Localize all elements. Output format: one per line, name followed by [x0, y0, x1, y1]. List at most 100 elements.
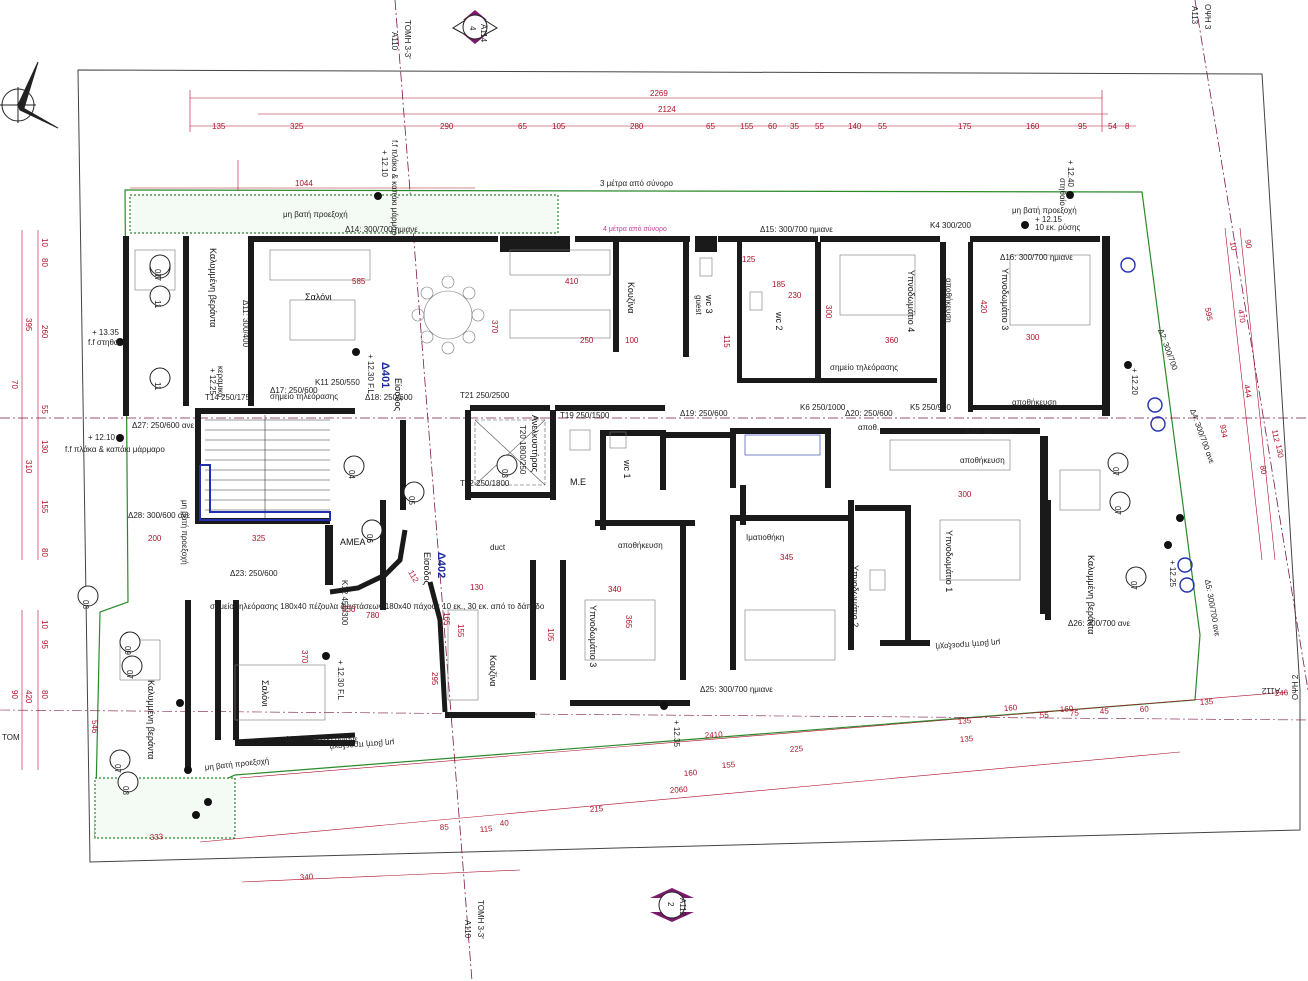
window-markers: [1120, 257, 1195, 593]
dim-top-chain-13: 175: [958, 122, 972, 131]
rd-105: 105: [546, 628, 555, 642]
tag-bubble-11: [121, 655, 143, 677]
tag-bubble-12: [109, 749, 131, 771]
dim-top-chain-6: 65: [706, 122, 715, 131]
room-kitchen-a401: Κουζίνα: [626, 282, 636, 314]
dim-left-9: 310: [24, 460, 33, 474]
section-left-title: ΤΟΜ: [2, 733, 20, 742]
note-slab-marble: f.f πλάκα & καπάκι μάρμαρο: [390, 140, 399, 240]
property-boundary: [77, 69, 1301, 863]
win-d27: Δ27: 250/600 ανε: [132, 421, 194, 430]
rd-112: 112: [406, 569, 420, 585]
elevator-cross: [474, 419, 546, 486]
section-bottom-left-title: ΤΟΜΗ 3-3': [476, 900, 485, 939]
tag-bubble-label-14: 07: [1111, 467, 1120, 476]
dim-top-chain-17: 8: [1125, 122, 1130, 131]
rd-345: 345: [780, 553, 794, 562]
note-level-1240: + 12.40: [1066, 160, 1075, 187]
room-salon-a401: Σαλόνι: [305, 292, 332, 302]
room-no-walk-left: μη βατή προεξοχή: [180, 500, 189, 565]
rd-295: 295: [430, 672, 439, 686]
note-no-walk-top: μη βατή προεξοχή: [283, 210, 348, 219]
section-top-right-title: ΟΨΗ 3: [1203, 4, 1212, 30]
stair-blue-outline: [199, 464, 331, 521]
dim-top-chain-5: 280: [630, 122, 644, 131]
note-no-walk-top-right: μη βατή προεξοχή: [1012, 206, 1077, 215]
rd-370b: 370: [300, 650, 309, 664]
rd-115: 115: [722, 335, 731, 348]
dim-top-chain-12: 55: [878, 122, 887, 131]
tag-bubble-label-13: 08: [121, 786, 130, 795]
room-guest: guest: [694, 295, 703, 315]
tag-bubble-1: [149, 285, 171, 307]
tag-bubble-4: [343, 455, 365, 477]
win-t20: Τ20 1800/250: [518, 425, 527, 475]
win-d4: Δ4: 300/700 ανε: [1188, 408, 1216, 466]
rd-165: 165: [442, 612, 451, 626]
room-bed3-a402: Υπνοδωμάτιο 3: [588, 605, 598, 667]
rd-130: 130: [470, 583, 484, 592]
note-parapet: στηθαίο: [1058, 178, 1067, 206]
tag-bubble-label-12: 07: [113, 764, 122, 773]
section-top-center-ref: Α114: [479, 24, 488, 43]
dim-left-0: 10: [40, 238, 49, 247]
tag-bubble-label-10: 09: [123, 646, 132, 655]
rd-100: 100: [625, 336, 639, 345]
tag-bubble-16: [1125, 566, 1147, 588]
tag-bubbles: 0711110704050603060809070708070707: [77, 254, 1147, 795]
tag-bubble-label-3: 07: [153, 269, 162, 278]
note-level-1230: + 12.30 F.L: [366, 354, 375, 394]
dim-bottom-a-8: 160: [1060, 704, 1074, 714]
dim-bottom-a-10: 160: [1004, 703, 1018, 713]
room-wc2: wc 2: [774, 311, 784, 331]
dim-left-6: 80: [40, 548, 49, 557]
section-top-left-ref: Α110: [390, 32, 399, 51]
dim-bottom-total-b: 2060: [670, 785, 689, 795]
win-d24: Δ24: 300/700 ημιανε: [285, 735, 358, 744]
room-bed2: Υπνοδωμάτιο 2: [850, 565, 860, 627]
section-marker-top: [452, 10, 498, 44]
dim-left-13: 420: [24, 690, 33, 704]
rd-125: 125: [742, 255, 756, 264]
win-k4: Κ4 300/200: [930, 221, 971, 230]
win-d23: Δ23: 250/600: [230, 569, 278, 578]
room-store-1: αποθήκευση: [960, 456, 1005, 465]
room-entry-a401: Είσοδος: [393, 378, 403, 412]
dim-bottom-left-b: 340: [300, 872, 314, 882]
dim-top-chain-11: 140: [848, 122, 862, 131]
rd-410: 410: [565, 277, 579, 286]
dim-right-6: 112: [1270, 429, 1281, 444]
rd-250: 250: [580, 336, 594, 345]
dim-bottom-b-4: 85: [440, 822, 450, 832]
win-d19: Δ19: 250/600: [680, 409, 728, 418]
room-no-walk-br: μη βατή προεξοχή: [204, 756, 269, 772]
rd-585: 585: [352, 277, 366, 286]
dim-top-chain-8: 60: [768, 122, 777, 131]
room-bed3: Υπνοδωμάτιο 3: [1000, 268, 1010, 330]
tag-bubble-15: [1109, 491, 1131, 513]
rd-530: 530: [342, 605, 356, 614]
win-t21: Τ21 250/2500: [460, 391, 510, 400]
room-amea: ΑΜΕΑ: [340, 537, 366, 547]
room-veranda-tl: Καλυμμένη βεράντα: [208, 248, 218, 327]
dim-top-chain-10: 55: [815, 122, 824, 131]
tag-bubble-label-16: 07: [1129, 581, 1138, 590]
dim-bottom-a-3: 45: [1100, 706, 1110, 716]
dim-bottom-a-6: 135: [958, 716, 972, 726]
tag-bubble-label-15: 07: [1113, 506, 1122, 515]
note-storage: αποθήκευση: [1012, 398, 1057, 407]
dim-left-14: 90: [10, 690, 19, 699]
north-arrow-icon: [0, 61, 59, 129]
section-top-right-ref: Α113: [1190, 6, 1199, 25]
note-level-1225: + 12.25: [208, 368, 217, 395]
dim-left-3: 55: [40, 405, 49, 414]
dim-bottom-b-3: 40: [500, 818, 510, 828]
dim-top-chain-9: 35: [790, 122, 799, 131]
tag-bubble-2: [149, 367, 171, 389]
dim-bottom-b-1: 160: [684, 768, 698, 778]
section-marker-bottom: [650, 888, 694, 922]
rd-325: 325: [252, 534, 266, 543]
tag-bubble-label-9: 08: [81, 600, 90, 609]
section-right-title: ΟΨΗ 2: [1291, 674, 1300, 700]
